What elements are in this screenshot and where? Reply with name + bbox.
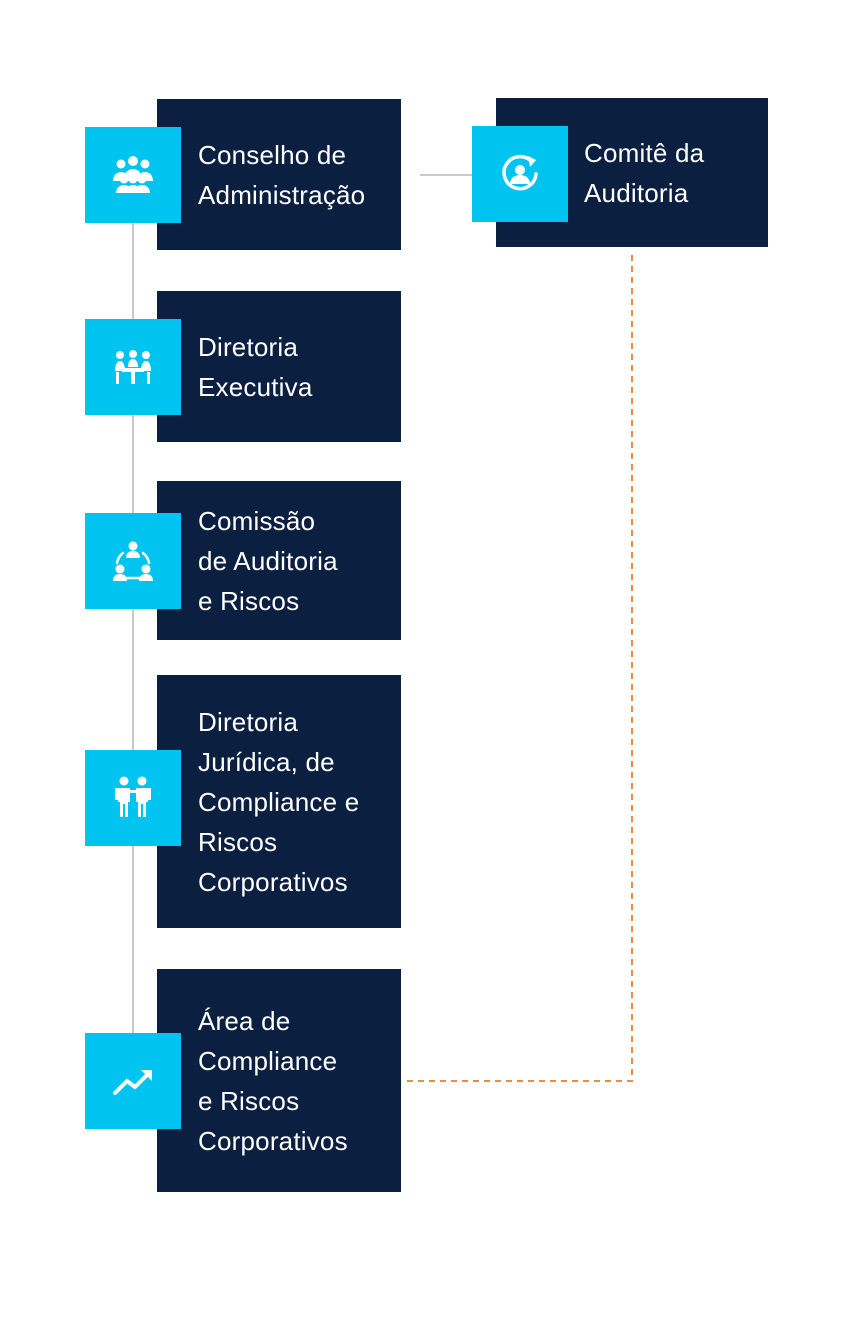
refresh-user-icon bbox=[502, 154, 538, 191]
node-area-compliance-box: Área de Compliance e Riscos Corporativos bbox=[157, 969, 401, 1192]
node-diretoria-executiva-icon-tile bbox=[85, 319, 181, 415]
node-comissao-box: Comissão de Auditoria e Riscos bbox=[157, 481, 401, 640]
node-diretoria-juridica-label: Diretoria Jurídica, de Compliance e Risc… bbox=[198, 706, 360, 897]
node-conselho-box: Conselho de Administração bbox=[157, 99, 401, 250]
node-diretoria-juridica-icon-tile bbox=[85, 750, 181, 846]
trend-up-icon bbox=[113, 1070, 152, 1095]
team-cycle-icon bbox=[113, 541, 153, 581]
two-people-icon bbox=[115, 776, 151, 817]
node-diretoria-executiva-box: Diretoria Executiva bbox=[157, 291, 401, 442]
group-icon bbox=[113, 156, 153, 193]
node-conselho-icon-tile bbox=[85, 127, 181, 223]
node-comite-label: Comitê da Auditoria bbox=[584, 137, 705, 208]
meeting-table-icon bbox=[115, 350, 151, 384]
node-area-compliance-label: Área de Compliance e Riscos Corporativos bbox=[198, 1005, 348, 1156]
node-diretoria-juridica-box: Diretoria Jurídica, de Compliance e Risc… bbox=[157, 675, 401, 928]
node-comite-icon-tile bbox=[472, 126, 568, 222]
node-comissao-icon-tile bbox=[85, 513, 181, 609]
node-comissao-label: Comissão de Auditoria e Riscos bbox=[198, 505, 338, 616]
node-diretoria-executiva-label: Diretoria Executiva bbox=[198, 331, 313, 402]
node-comite-box: Comitê da Auditoria bbox=[496, 98, 768, 247]
compliance-to-comite-dashed-line bbox=[407, 250, 633, 1082]
node-area-compliance-icon-tile bbox=[85, 1033, 181, 1129]
node-conselho-label: Conselho de Administração bbox=[198, 139, 366, 210]
